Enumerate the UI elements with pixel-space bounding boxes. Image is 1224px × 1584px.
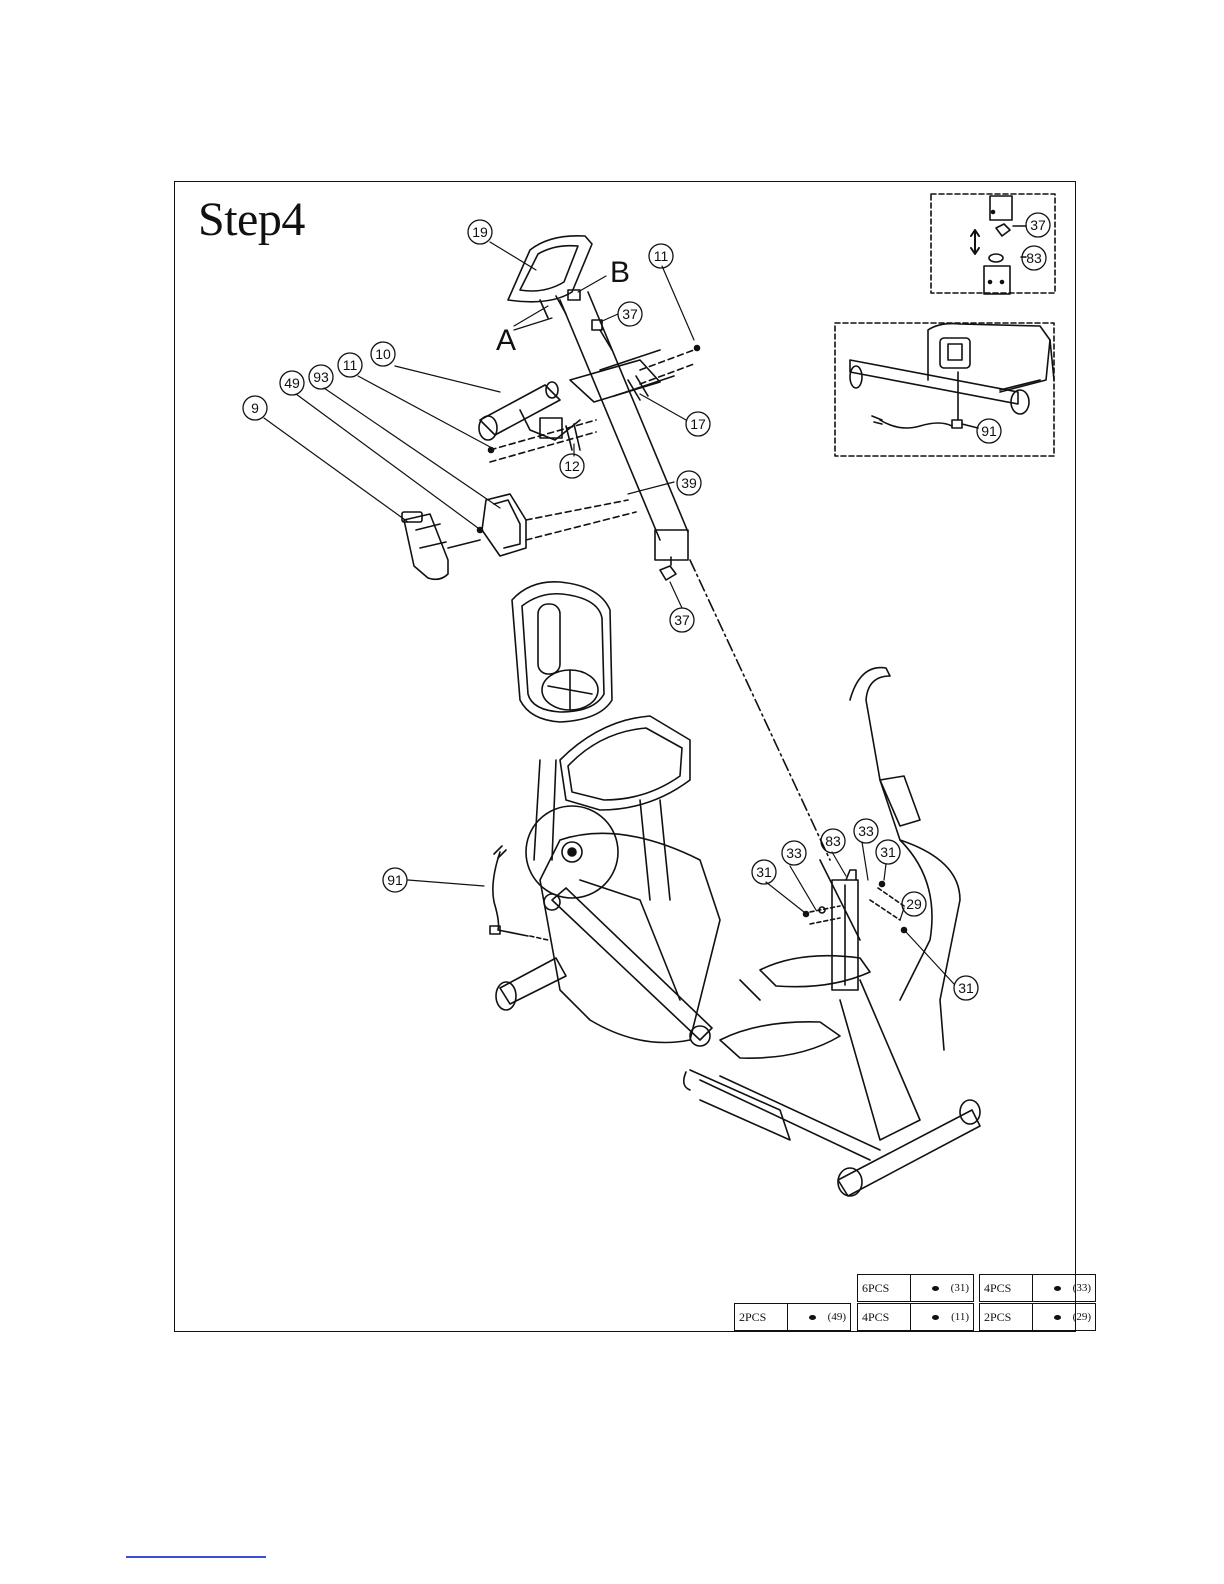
hardware-table-lower-left: 2PCS (49) [734,1303,851,1331]
hardware-part: (49) [788,1304,851,1331]
bike-frame [490,582,980,1196]
label-a: A [496,324,516,357]
hardware-row: 2PCS (49) [735,1304,851,1331]
inset-power-cord [835,323,1054,456]
hardware-table-upper: 6PCS (31) [857,1274,974,1302]
hardware-part: (33) [1033,1275,1096,1302]
inset-callout-83: 83 [1026,250,1042,266]
hardware-row: 4PCS (33) [980,1275,1096,1302]
callout-19: 19 [472,224,488,240]
hardware-table-lower-right: 2PCS (29) [979,1303,1096,1331]
callout-31-bottom: 31 [958,980,974,996]
inset-sensor-connection [931,194,1055,294]
callout-49: 49 [284,375,300,391]
leader-lines [264,242,954,984]
callout-12: 12 [564,458,580,474]
washer-icon [1054,1286,1061,1291]
hardware-row: 4PCS (11) [858,1304,974,1331]
footer-rule [126,1556,266,1558]
callout-37-upper: 37 [622,306,638,322]
label-b: B [610,256,630,289]
callout-31-left: 31 [756,864,772,880]
hardware-table-lower-mid: 4PCS (11) [857,1303,974,1331]
bolt-icon [932,1286,939,1291]
callout-17: 17 [690,416,706,432]
callout-39: 39 [681,475,697,491]
hardware-part: (29) [1033,1304,1096,1331]
hardware-part: (11) [911,1304,974,1331]
hardware-part: (31) [911,1275,974,1302]
screw-icon [932,1315,939,1320]
callout-33-right: 33 [858,823,874,839]
callout-29: 29 [906,896,922,912]
callout-37-lower: 37 [674,612,690,628]
hardware-qty: 2PCS [735,1304,788,1331]
hardware-row: 2PCS (29) [980,1304,1096,1331]
callout-9: 9 [251,400,259,416]
callout-93: 93 [313,369,329,385]
callout-33-left: 33 [786,845,802,861]
console-and-mast [402,236,830,860]
callout-11-top: 11 [654,248,669,264]
hardware-row: 6PCS (31) [858,1275,974,1302]
callout-10: 10 [375,346,391,362]
callout-83: 83 [825,833,841,849]
inset-callout-91: 91 [981,423,997,439]
hardware-qty: 4PCS [858,1304,911,1331]
hardware-qty: 6PCS [858,1275,911,1302]
washer-icon [1054,1315,1061,1320]
inset-callout-37: 37 [1030,217,1046,233]
callout-circles [243,213,1050,1000]
hardware-table-upper-right: 4PCS (33) [979,1274,1096,1302]
screw-icon [809,1315,816,1320]
hardware-qty: 2PCS [980,1304,1033,1331]
hardware-qty: 4PCS [980,1275,1033,1302]
callout-31-top: 31 [880,844,896,860]
callout-91: 91 [387,872,403,888]
callout-11-left: 11 [343,357,358,373]
